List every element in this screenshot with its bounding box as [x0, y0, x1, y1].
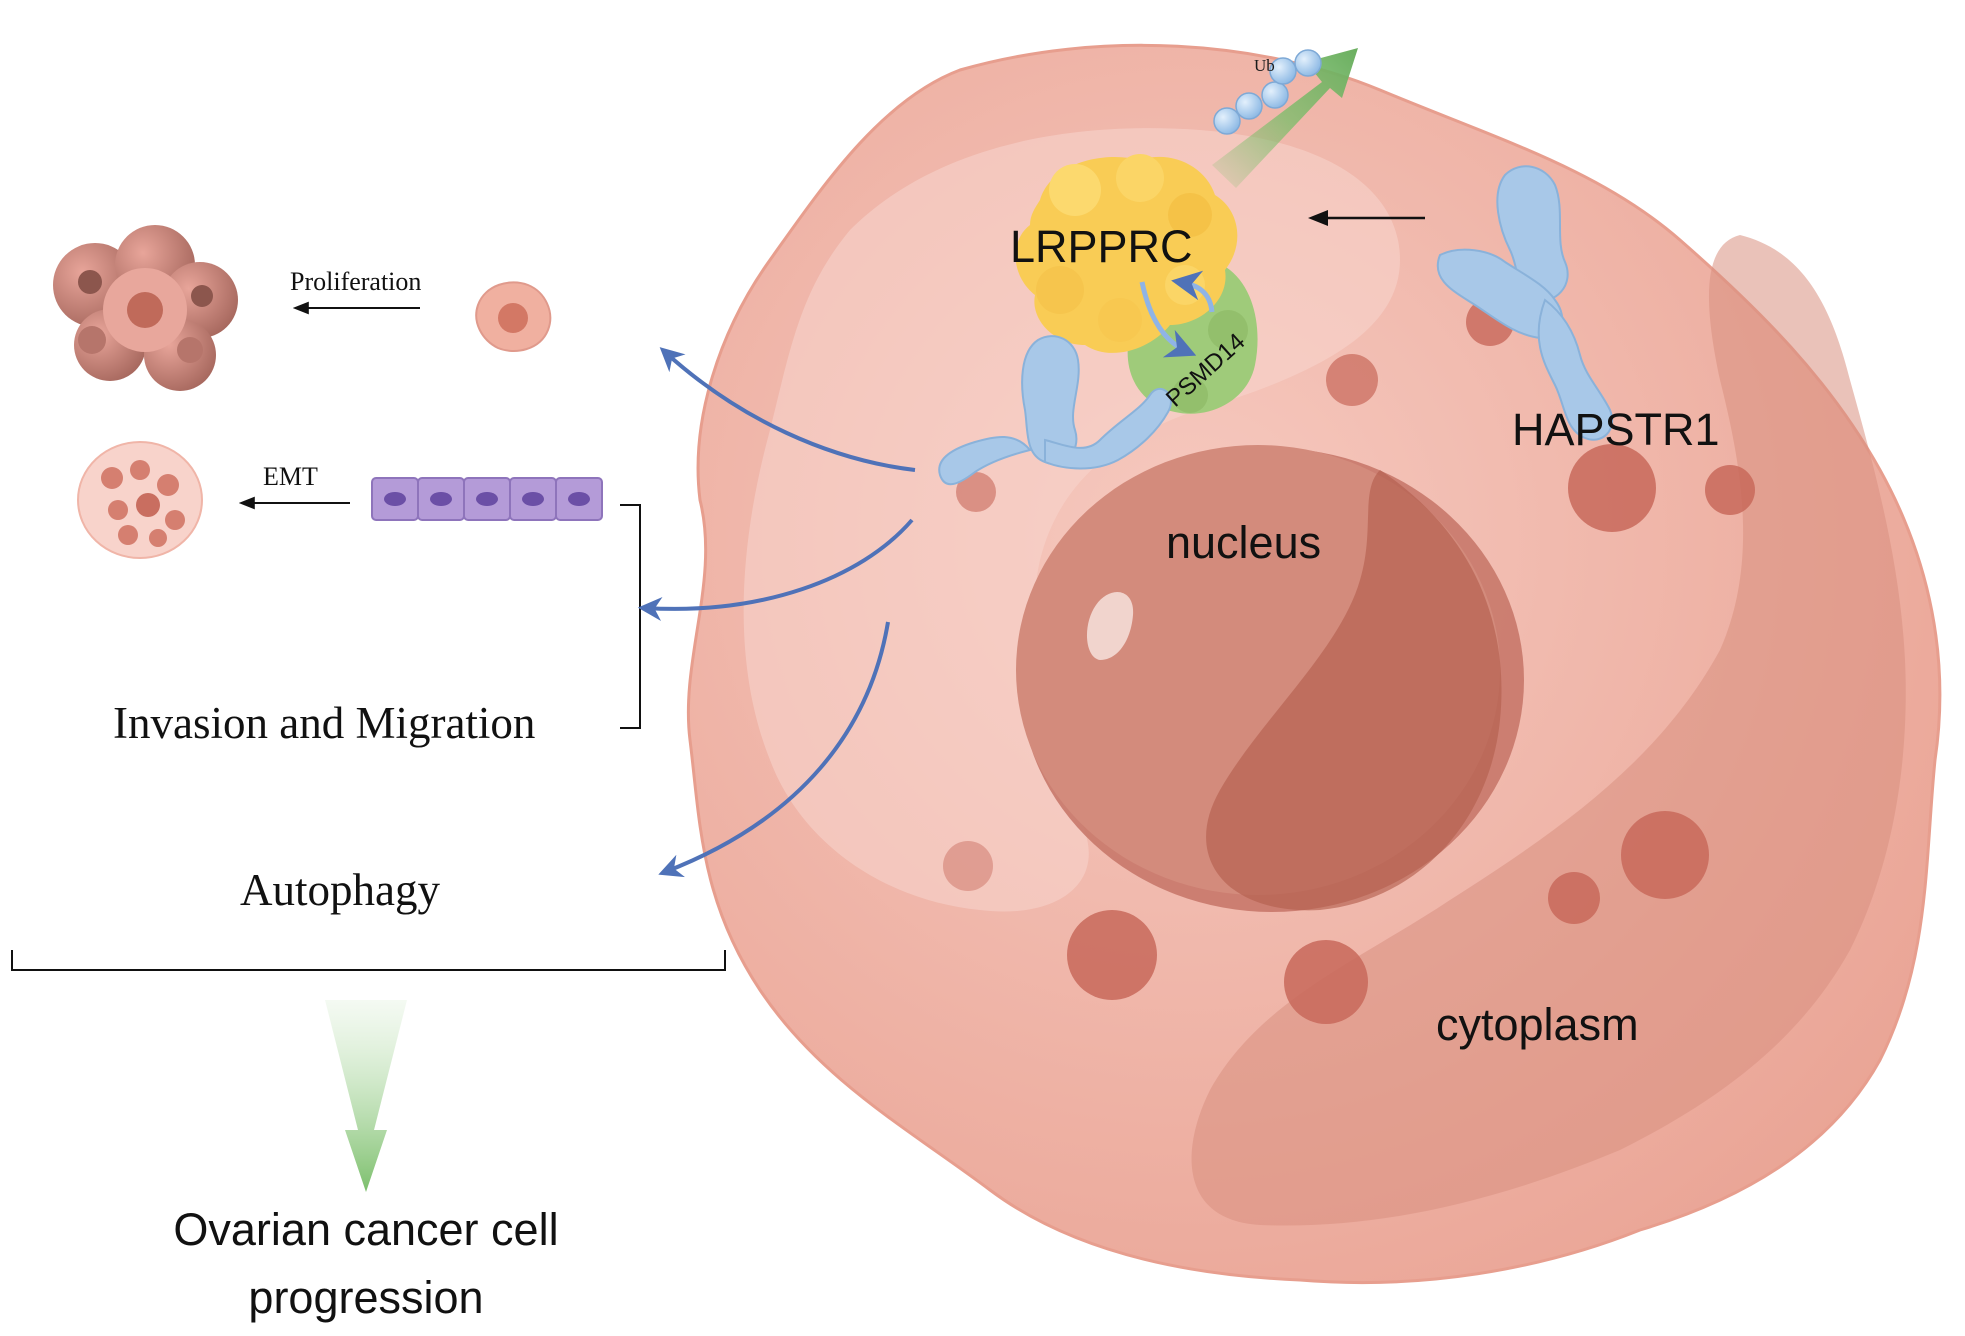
organelle — [1621, 811, 1709, 899]
organelle — [1568, 444, 1656, 532]
emt-label: EMT — [263, 462, 318, 491]
autophagy-label: Autophagy — [240, 865, 440, 915]
organelle — [1067, 910, 1157, 1000]
ubiquitin-chain: Ub — [1213, 49, 1322, 135]
nucleus-label: nucleus — [1166, 517, 1321, 568]
emt-cluster-icon — [77, 441, 203, 559]
lrpprc-label: LRPPRC — [1010, 221, 1193, 272]
organelle — [1705, 465, 1755, 515]
organelles — [943, 298, 1755, 1024]
tumor-cluster-icon — [53, 225, 238, 391]
hapstr1-bound-protein — [938, 335, 1172, 486]
nucleus-fold — [1206, 470, 1502, 911]
invasion-bracket — [620, 504, 641, 729]
nucleus — [1016, 445, 1524, 912]
lrpprc-protein — [1015, 154, 1238, 353]
organelle — [943, 841, 993, 891]
ub-label: Ub — [1254, 56, 1275, 75]
organelle — [956, 472, 996, 512]
ub-bead — [1213, 107, 1241, 135]
organelle — [1548, 872, 1600, 924]
outcome-label-line2: progression — [248, 1272, 483, 1323]
summary-bracket — [11, 950, 726, 971]
invasion-label: Invasion and Migration — [113, 698, 535, 748]
epithelial-cells-icon — [371, 477, 603, 521]
ub-bead — [1294, 49, 1322, 77]
ub-bead — [1269, 57, 1297, 85]
interaction-arrow — [1139, 281, 1197, 358]
degradation-arrow — [1212, 48, 1358, 188]
outcome-label-line1: Ovarian cancer cell — [173, 1204, 558, 1255]
ub-bead — [1261, 81, 1289, 109]
hapstr1-label: HAPSTR1 — [1512, 404, 1720, 455]
nucleolus-highlight — [1086, 592, 1134, 660]
hapstr1-protein — [1436, 165, 1613, 441]
cancer-cell: Ub — [686, 43, 1942, 1285]
effect-arrow-proliferation — [659, 347, 916, 472]
proliferation-label: Proliferation — [290, 267, 421, 296]
effect-arrow-invasion — [637, 518, 914, 621]
interaction-arrow — [1171, 270, 1215, 313]
organelle — [1284, 940, 1368, 1024]
progression-funnel-arrow — [325, 1000, 407, 1192]
cytoplasm-fold — [1191, 235, 1906, 1226]
ub-bead — [1235, 92, 1263, 120]
cancer-cell-icon — [475, 281, 552, 352]
cytoplasm-label: cytoplasm — [1436, 999, 1639, 1050]
organelle — [1326, 354, 1378, 406]
effect-arrow-autophagy — [658, 621, 890, 878]
